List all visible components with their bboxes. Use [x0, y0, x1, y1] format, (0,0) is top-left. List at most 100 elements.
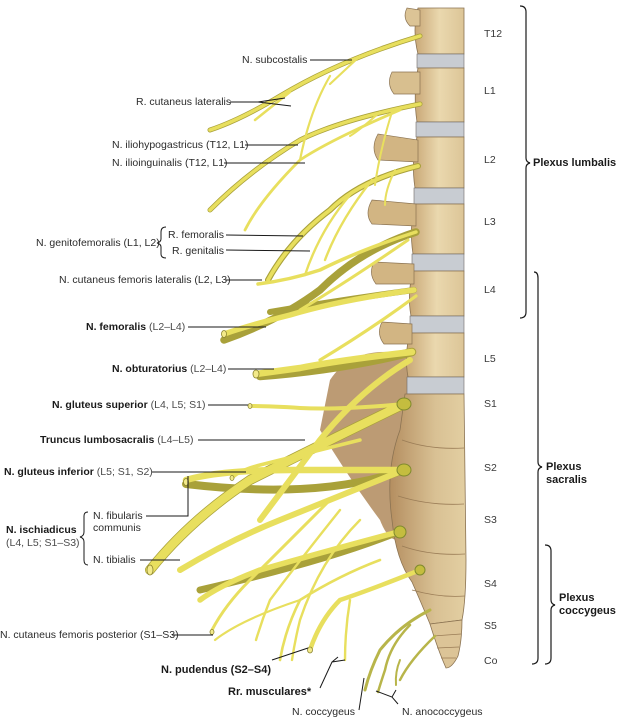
leader-cutaneus-lateralis: [230, 97, 292, 107]
cut-end: [221, 330, 227, 338]
plexus-coccygeus-line-2: coccygeus: [559, 605, 616, 617]
disc: [413, 187, 465, 205]
label-gluteus-superior: N. gluteus superior (L4, L5; S1): [52, 399, 205, 411]
label-cutaneus-femoris-lateralis: N. cutaneus femoris lateralis (L2, L3): [59, 274, 231, 286]
cut-end: [229, 475, 235, 481]
label-ilioinguinalis: N. ilioinguinalis (T12, L1): [112, 157, 228, 169]
spinous-process-t12: [404, 7, 421, 27]
nerve-subcostalis: [208, 34, 422, 132]
nerves: [145, 33, 437, 694]
label-musculares: Rr. musculares*: [228, 686, 312, 698]
cut-end: [209, 629, 215, 635]
label-anococcygeus: N. anococcygeus: [402, 706, 483, 718]
nerve-genitofemoralis: [266, 164, 420, 282]
leader-musculares: [319, 656, 346, 689]
vertebra-label-t12: T12: [484, 28, 503, 40]
coccyx: [429, 619, 463, 669]
leader-pudendus: [271, 647, 309, 661]
label-gluteus-superior-name: N. gluteus superior: [52, 399, 148, 411]
bracket-plexus-coccygeus: [544, 544, 556, 665]
label-femoralis: N. femoralis (L2–L4): [86, 321, 185, 333]
vertebra-label-l5: L5: [484, 353, 496, 365]
sacrum: [389, 393, 467, 625]
label-gluteus-inferior-name: N. gluteus inferior: [4, 466, 94, 478]
label-gluteus-inferior: N. gluteus inferior (L5; S1, S2): [4, 466, 153, 478]
label-ischiadicus-segments: (L4, L5; S1–S3): [6, 537, 80, 549]
spinous-process-l4: [371, 261, 415, 285]
vertebra-label-s1: S1: [484, 398, 497, 410]
sacral-ridge: [401, 439, 465, 449]
vertebra-label-s4: S4: [484, 578, 497, 590]
cut-end: [307, 646, 313, 654]
bracket-plexus-sacralis: [531, 271, 543, 665]
nerve-cutaneus-femoris-lateralis: [256, 230, 418, 286]
sacral-ridge: [397, 495, 465, 505]
vertebra-label-l4: L4: [484, 284, 496, 296]
nerve-ischiadicus: [145, 399, 409, 575]
sacral-ridge: [411, 589, 466, 597]
label-cutaneus-femoris-posterior: N. cutaneus femoris posterior (S1–S3): [0, 629, 179, 641]
nerve-pudendus: [307, 567, 423, 653]
vertebra-l2: [413, 136, 465, 189]
leader-r-femoralis: [225, 234, 304, 237]
label-fibularis-communis-1: N. fibularis: [93, 510, 143, 522]
disc: [409, 315, 465, 334]
label-ischiadicus-name: N. ischiadicus: [6, 524, 77, 536]
leader-coccygeus: [358, 677, 365, 711]
disc: [415, 121, 465, 138]
label-subcostalis: N. subcostalis: [242, 54, 308, 66]
vertebral-column: [320, 7, 467, 669]
label-pudendus: N. pudendus (S2–S4): [161, 664, 272, 676]
root-s1: [396, 397, 412, 411]
vertebra-label-s3: S3: [484, 514, 497, 526]
leader-anococcygeus: [375, 689, 399, 705]
label-r-genitalis: R. genitalis: [172, 245, 224, 257]
vertebra-l4: [409, 270, 465, 317]
disc: [406, 376, 465, 395]
plexus-sacralis-label: Plexus sacralis: [546, 461, 587, 486]
coccyx-segment: [432, 633, 462, 659]
spinous-process-l1: [389, 71, 421, 95]
label-obturatorius: N. obturatorius (L2–L4): [112, 363, 226, 375]
vertebra-label-co: Co: [484, 655, 498, 667]
label-truncus-segments: (L4–L5): [157, 434, 194, 446]
bracket-plexus-lumbalis: [519, 5, 531, 319]
nerve-femoralis: [221, 287, 417, 337]
label-fibularis-communis-2: communis: [93, 522, 141, 534]
label-truncus-name: Truncus lumbosacralis: [40, 434, 155, 446]
root-s2: [396, 463, 412, 477]
nerve-obturatorius: [252, 348, 416, 378]
label-obturatorius-name: N. obturatorius: [112, 363, 188, 375]
root-s4: [414, 564, 426, 576]
label-tibialis: N. tibialis: [93, 554, 136, 566]
label-obturatorius-segments: (L2–L4): [190, 363, 227, 375]
label-r-femoralis: R. femoralis: [168, 229, 225, 241]
vertebra-label-s2: S2: [484, 462, 497, 474]
nerve-gluteus-inferior: [230, 438, 362, 480]
plexus-brackets: [519, 5, 556, 665]
label-coccygeus: N. coccygeus: [292, 706, 356, 718]
cut-end: [247, 403, 253, 409]
spinous-process-l5: [379, 321, 413, 345]
leader-fibularis: [146, 476, 189, 517]
nerve-cutaneus-femoris-posterior: [210, 498, 332, 632]
vertebra-label-s5: S5: [484, 620, 497, 632]
leader-lines: [79, 59, 399, 711]
label-gluteus-superior-segments: (L4, L5; S1): [150, 399, 206, 411]
sacral-ridge: [401, 545, 466, 555]
nerve-anococcygeus: [398, 634, 437, 682]
disc: [411, 253, 465, 272]
nerve-truncus-lumbosacralis: [257, 357, 413, 523]
cut-end: [146, 564, 154, 576]
vertebra-label-l3: L3: [484, 216, 496, 228]
leader-r-genitalis: [225, 249, 311, 252]
plexus-coccygeus-line-1: Plexus: [559, 592, 595, 604]
vertebra-l5: [406, 332, 465, 378]
plexus-coccygeus-label: Plexus coccygeus: [559, 592, 616, 618]
label-femoralis-name: N. femoralis: [86, 321, 147, 333]
root-s3: [393, 525, 407, 539]
vertebra-t12: [414, 7, 465, 55]
nerve-gluteus-superior: [248, 402, 406, 411]
vertebra-l1: [414, 67, 465, 123]
